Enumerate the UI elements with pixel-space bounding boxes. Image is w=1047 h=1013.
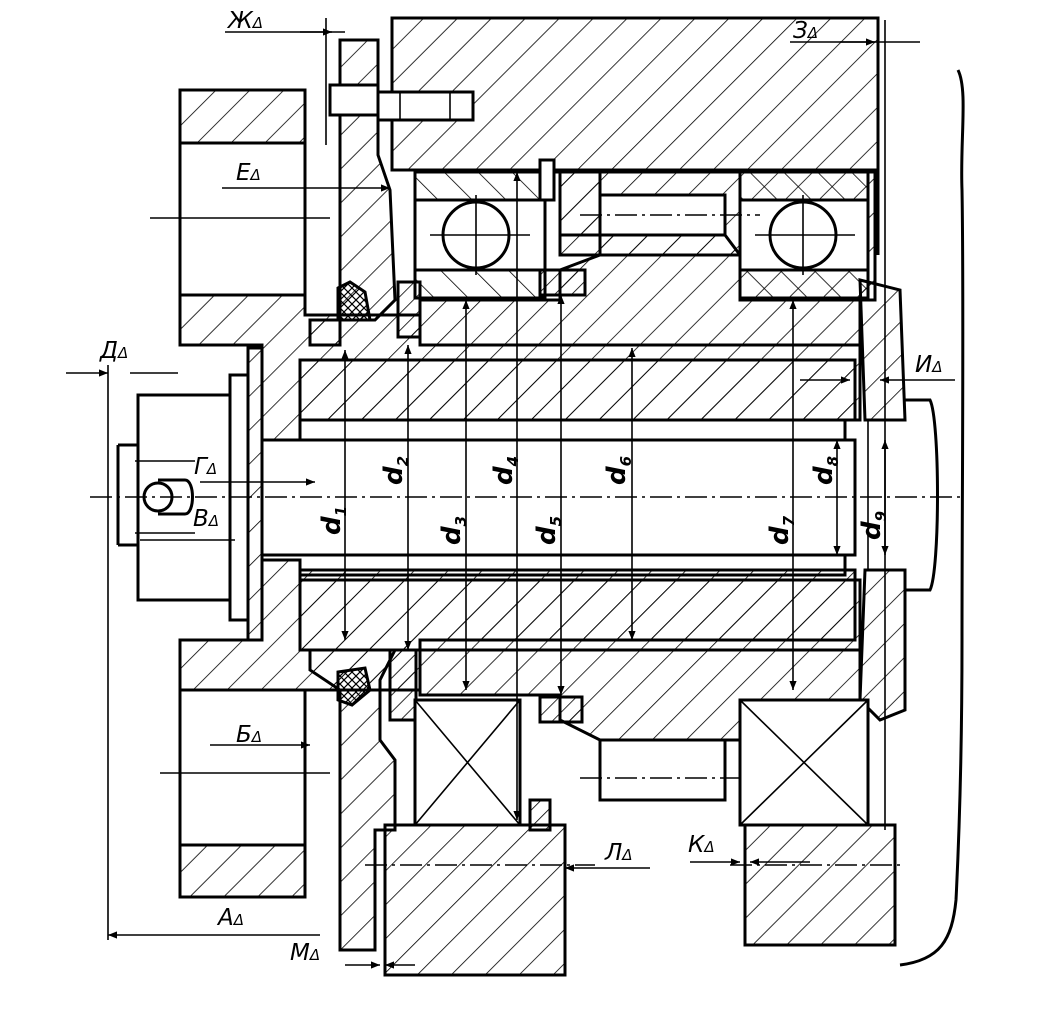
- label-d9: d9: [857, 511, 890, 540]
- shaft: [260, 358, 857, 652]
- bearing-lower-left: [413, 698, 522, 827]
- gear-hub: [418, 214, 862, 802]
- label-m: МΔ: [290, 940, 320, 966]
- seal-cover-upper: [308, 38, 475, 347]
- gap-labels: ЖΔ ЗΔ ЕΔ ДΔ ИΔ ГΔ ВΔ БΔ АΔ МΔ ЛΔ КΔ: [99, 8, 942, 966]
- right-end-cap: [858, 278, 939, 722]
- label-k: КΔ: [688, 832, 715, 858]
- label-e: ЕΔ: [236, 160, 261, 186]
- label-a: АΔ: [216, 905, 244, 931]
- spacer-ring-lower: [538, 695, 584, 724]
- label-z: ЗΔ: [793, 18, 818, 44]
- label-b: БΔ: [236, 722, 262, 748]
- label-d3: d3: [437, 516, 470, 545]
- label-d1: d1: [317, 506, 350, 535]
- housing-bottom: [365, 823, 905, 977]
- label-d4: d4: [489, 456, 522, 485]
- label-i: ИΔ: [915, 352, 942, 378]
- snap-ring-upper: [538, 158, 556, 202]
- diameter-dimension-lines: [341, 172, 889, 820]
- spacer-ring-upper: [538, 268, 587, 297]
- label-l: ЛΔ: [604, 840, 633, 866]
- left-coupling: [116, 346, 264, 642]
- label-d6: d6: [602, 456, 635, 485]
- bearing-upper-left: [413, 170, 547, 300]
- label-g: ГΔ: [194, 454, 217, 480]
- bearing-lower-right: [738, 698, 870, 827]
- label-d7: d7: [765, 515, 798, 545]
- label-d5: d5: [532, 516, 565, 545]
- label-d8: d8: [809, 456, 842, 485]
- label-d: ДΔ: [99, 338, 128, 364]
- label-d2: d2: [379, 456, 412, 485]
- gap-dimension-lines: [66, 18, 955, 969]
- bearing-upper-right: [738, 170, 870, 300]
- housing-outline: [899, 69, 965, 967]
- label-v: ВΔ: [193, 506, 219, 532]
- diameter-labels: d1 d2 d3 d4 d5 d6 d7 d8 d9: [317, 456, 890, 545]
- label-zh: ЖΔ: [226, 8, 263, 34]
